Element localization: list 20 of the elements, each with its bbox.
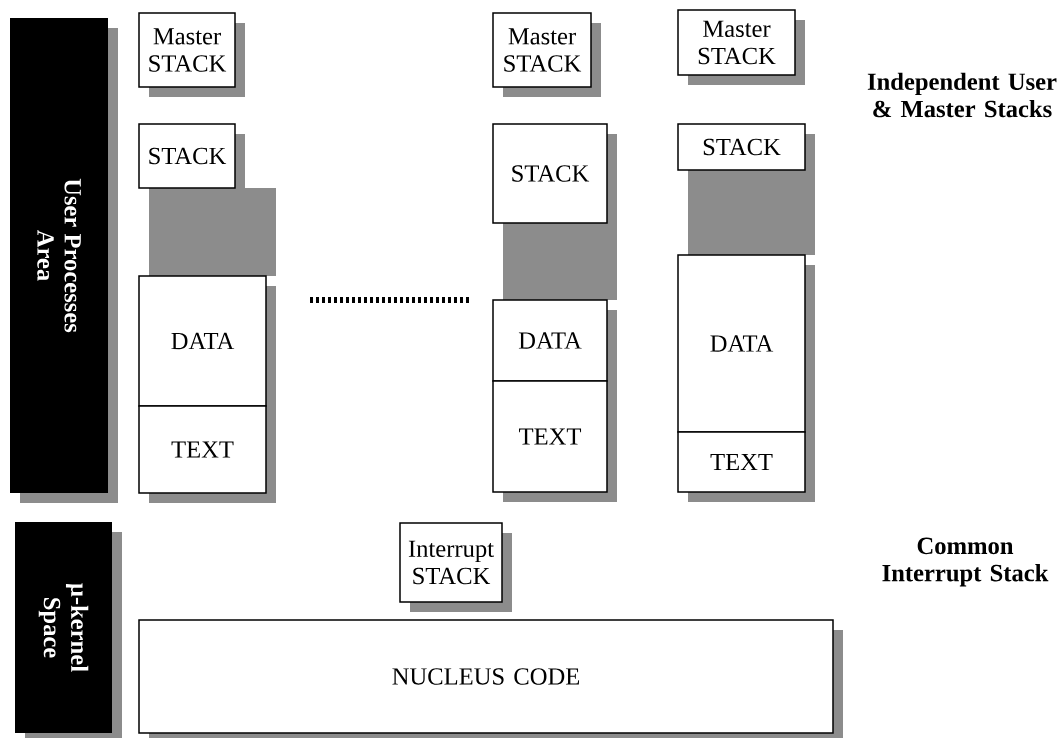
memory-box: TEXT bbox=[138, 405, 276, 503]
memory-box: DATA bbox=[138, 275, 276, 416]
memory-box: STACK bbox=[492, 123, 617, 300]
memory-box: STACK bbox=[677, 123, 815, 255]
memory-box: DATA bbox=[492, 299, 617, 391]
memory-box: TEXT bbox=[677, 431, 815, 502]
side-label: Independent User & Master Stacks bbox=[867, 72, 1057, 118]
label-bar: User Processes Area bbox=[10, 18, 118, 503]
memory-box: NUCLEUS CODE bbox=[138, 619, 843, 738]
side-label: Common Interrupt Stack bbox=[882, 537, 1049, 587]
memory-box: DATA bbox=[677, 254, 815, 442]
label-bar: μ-kernel Space bbox=[15, 522, 122, 738]
memory-box: Master STACK bbox=[492, 12, 601, 97]
node-label: STACK bbox=[149, 147, 227, 165]
memory-box: Interrupt STACK bbox=[399, 522, 512, 612]
memory-box: STACK bbox=[138, 123, 276, 276]
node-label: STACK bbox=[703, 138, 781, 156]
memory-box: Master STACK bbox=[677, 9, 805, 85]
memory-box: TEXT bbox=[492, 380, 617, 502]
memory-box: Master STACK bbox=[138, 12, 245, 97]
